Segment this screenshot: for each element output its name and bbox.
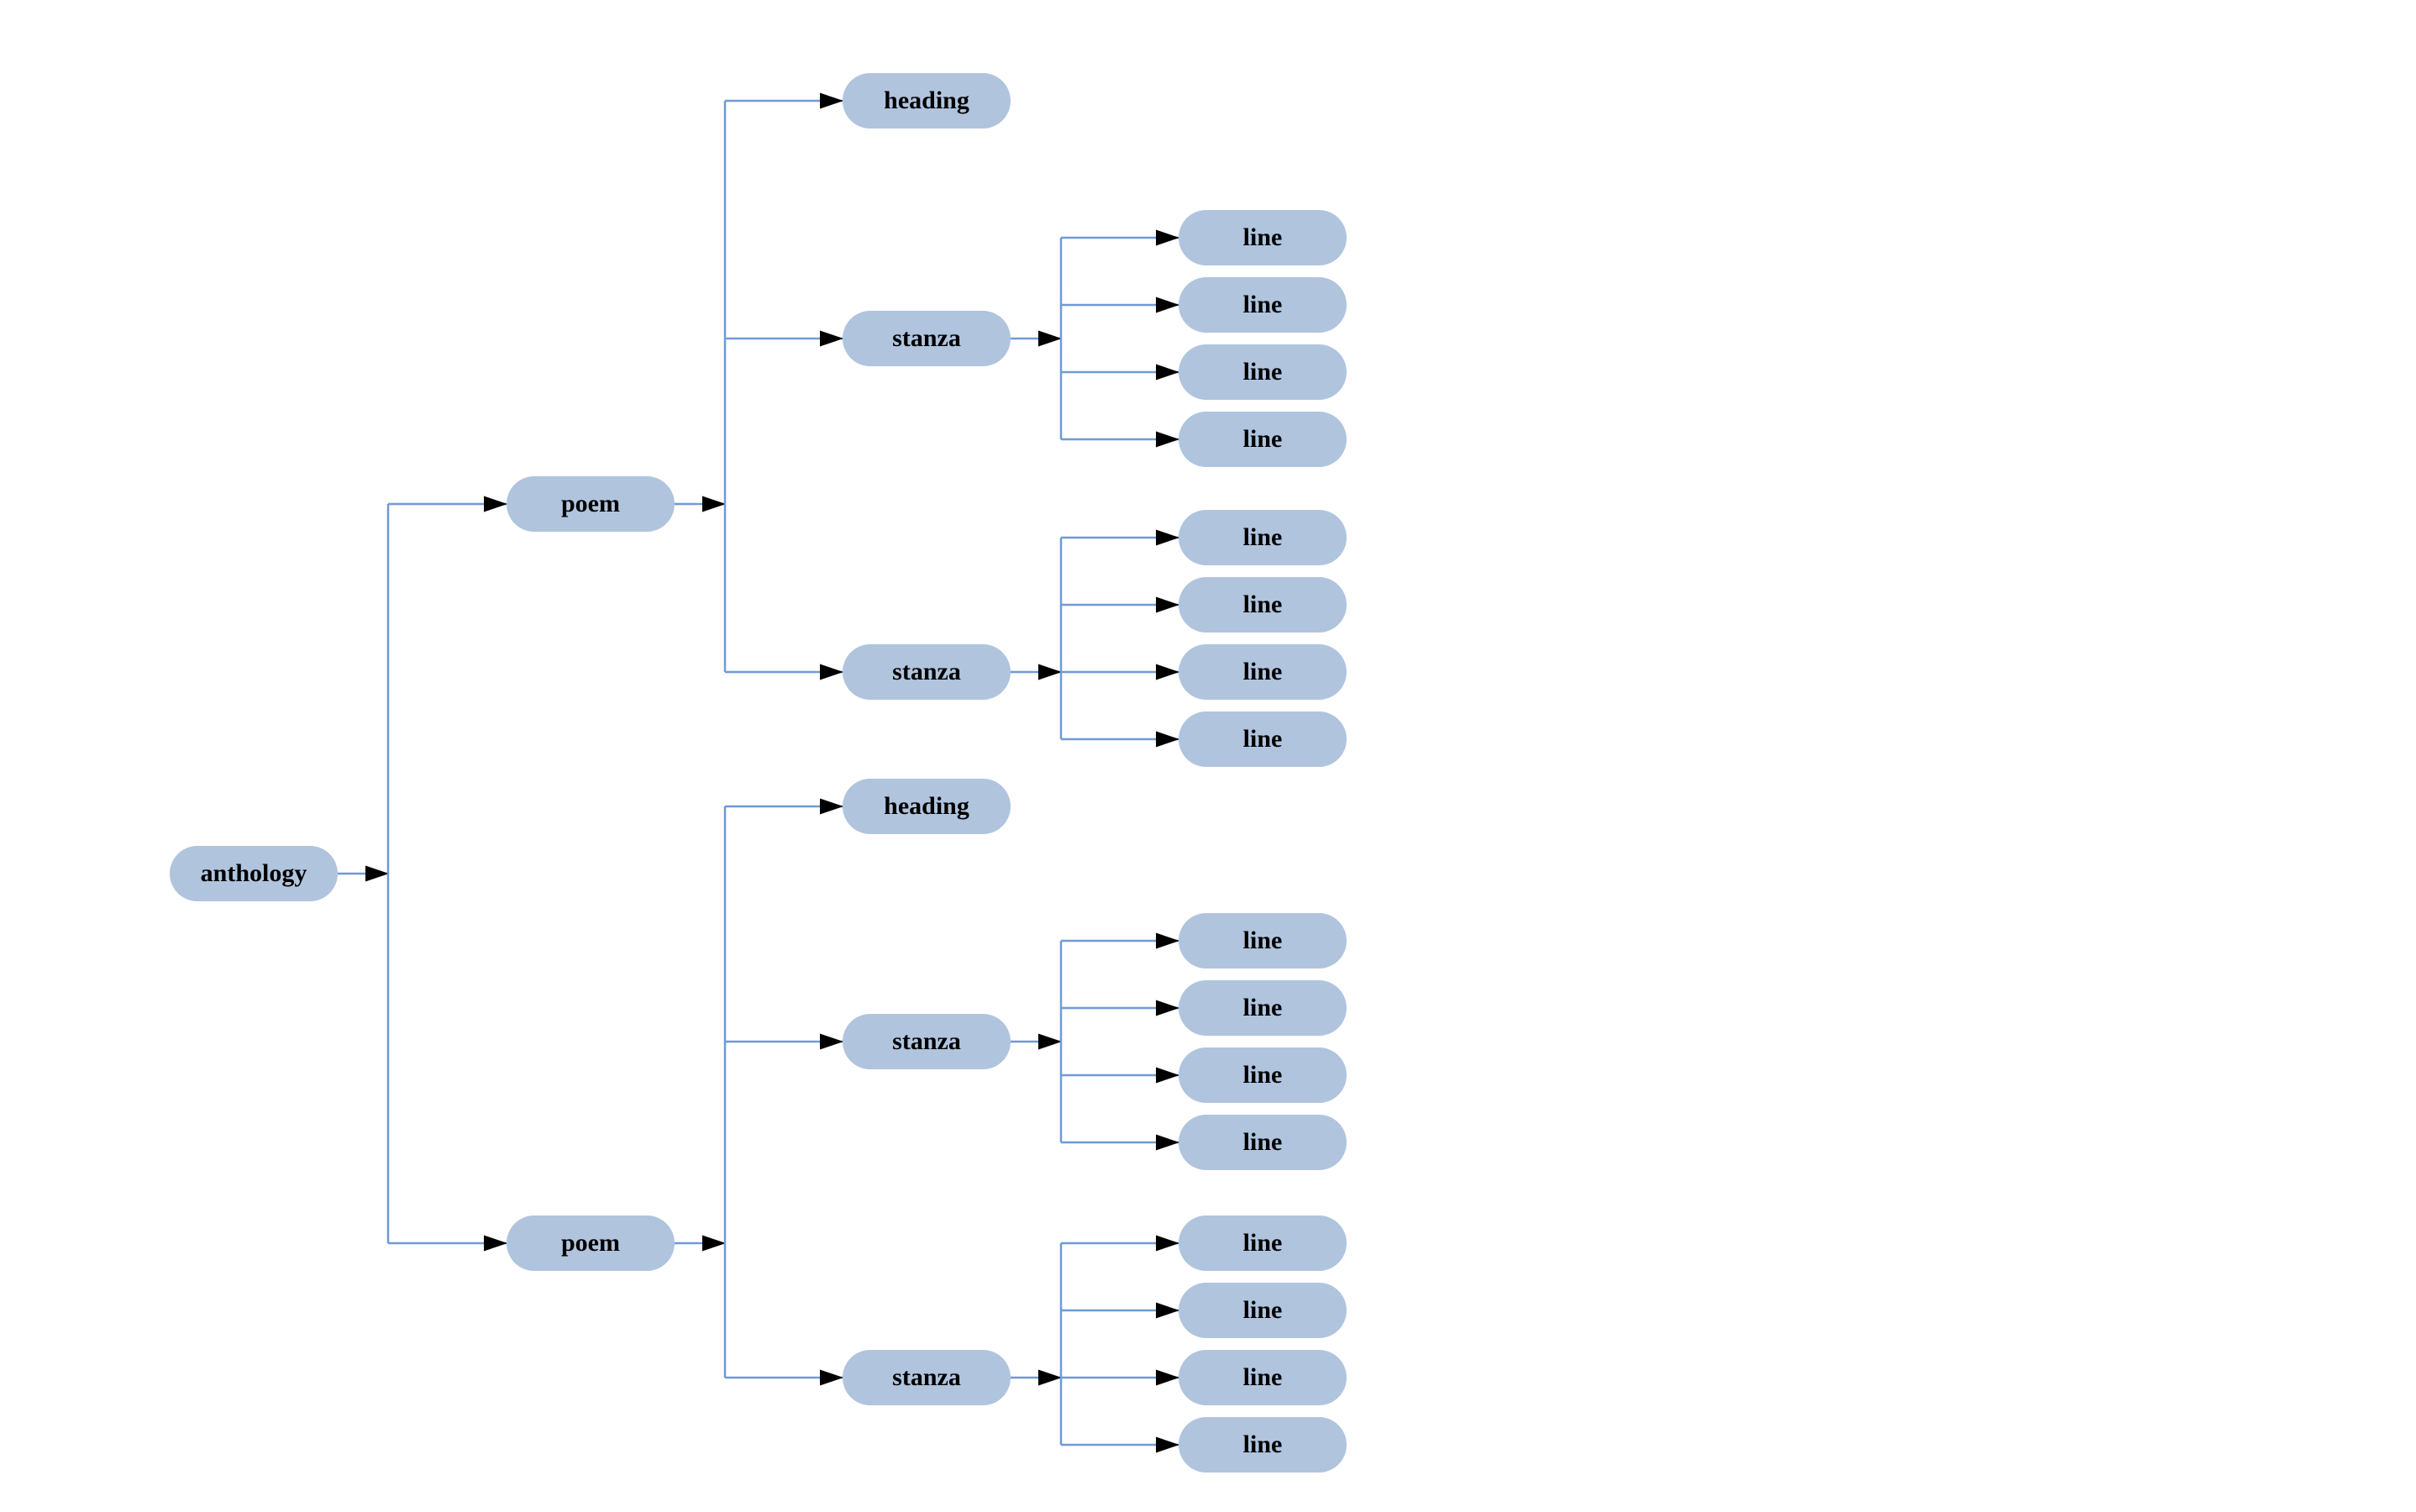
edges-stanza-4-family <box>1011 1235 1179 1453</box>
tree-node-line-3-4: line <box>1179 1115 1347 1170</box>
edges-stanza-1-family <box>1011 229 1179 448</box>
tree-node-stanza-3: stanza <box>843 1014 1011 1069</box>
tree-node-stanza-4: stanza <box>843 1350 1011 1405</box>
tree-node-stanza-1: stanza <box>843 311 1011 366</box>
tree-node-line-2-3: line <box>1179 644 1347 700</box>
tree-node-poem-2: poem <box>507 1215 675 1271</box>
tree-node-heading-1: heading <box>843 73 1011 129</box>
tree-node-line-3-1: line <box>1179 913 1347 969</box>
tree-node-line-4-1: line <box>1179 1215 1347 1271</box>
edges-stanza-2-family <box>1011 529 1179 748</box>
edges-stanza-3-family <box>1011 932 1179 1151</box>
tree-node-stanza-2: stanza <box>843 644 1011 700</box>
edges-poem-2-family <box>675 798 843 1386</box>
tree-node-line-4-4: line <box>1179 1417 1347 1473</box>
tree-node-line-1-1: line <box>1179 210 1347 265</box>
edges-anthology-family <box>338 496 507 1252</box>
tree-node-line-3-3: line <box>1179 1047 1347 1103</box>
tree-node-line-2-2: line <box>1179 577 1347 633</box>
tree-node-line-1-4: line <box>1179 412 1347 467</box>
edges-poem-1-family <box>675 92 843 680</box>
tree-node-line-4-3: line <box>1179 1350 1347 1405</box>
tree-node-line-2-1: line <box>1179 510 1347 565</box>
tree-node-heading-2: heading <box>843 779 1011 834</box>
tree-node-line-4-2: line <box>1179 1283 1347 1338</box>
tree-node-poem-1: poem <box>507 476 675 532</box>
tree-node-line-3-2: line <box>1179 980 1347 1036</box>
tree-node-line-1-2: line <box>1179 277 1347 333</box>
tree-node-anthology: anthology <box>170 846 338 901</box>
tree-node-line-2-4: line <box>1179 711 1347 767</box>
tree-node-line-1-3: line <box>1179 344 1347 400</box>
